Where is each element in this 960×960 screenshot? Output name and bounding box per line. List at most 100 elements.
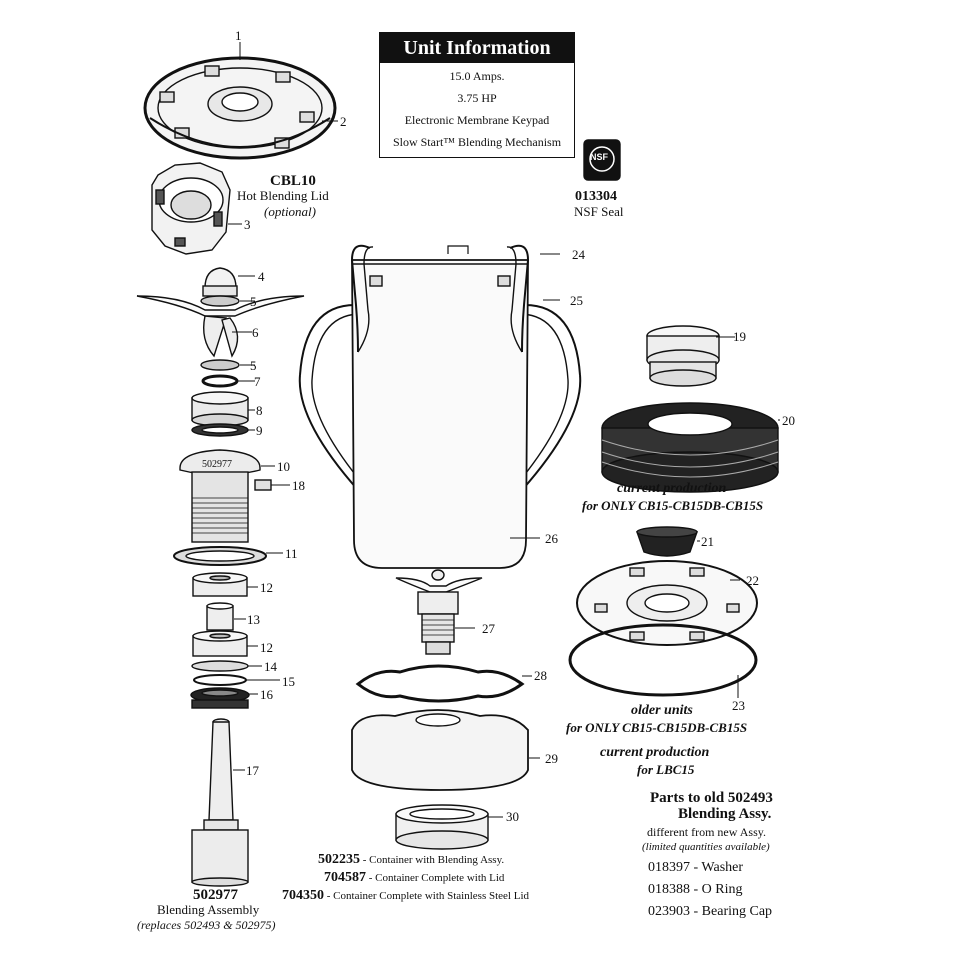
callout-5a: 5: [250, 294, 257, 309]
part-1-hot-blending-lid: [143, 42, 338, 160]
part-8-bearing-cap: [191, 391, 255, 427]
unit-hp: 3.75 HP: [457, 91, 497, 105]
callout-2: 2: [340, 114, 347, 129]
callout-13: 13: [247, 612, 260, 627]
nsf-badge-text: NSF: [590, 152, 608, 162]
callout-7: 7: [254, 374, 261, 389]
container-desc: Container Complete with Lid: [375, 872, 505, 884]
callout-10: 10: [277, 459, 290, 474]
part-12-bearing-lower: [192, 630, 258, 657]
lid-note: (optional): [264, 204, 316, 219]
callout-23: 23: [732, 698, 745, 713]
old-parts-title-2: Blending Assy.: [678, 806, 772, 822]
part-15-ring: [193, 674, 280, 686]
old-parts-limited: (limited quantities available): [642, 841, 770, 853]
container-row: 502235 - Container with Blending Assy.: [318, 852, 505, 867]
part-16-seal: [190, 687, 258, 709]
callout-9: 9: [256, 423, 263, 438]
part-4-nut: [202, 267, 255, 297]
part-20-lid-current: [601, 402, 780, 493]
part-14-washer: [191, 660, 262, 672]
part-21-plug-small: [636, 526, 700, 557]
old-part-desc: Washer: [701, 860, 744, 875]
part-19-plug: [646, 325, 735, 387]
blending-assembly-name: Blending Assembly: [157, 902, 260, 917]
note-for-lbc15: for LBC15: [637, 762, 695, 777]
callout-3: 3: [244, 217, 251, 232]
note-for-only-2: for ONLY CB15-CB15DB-CB15S: [566, 720, 748, 735]
callout-18: 18: [292, 478, 305, 493]
callout-12a: 12: [260, 580, 273, 595]
note-for-only-1: for ONLY CB15-CB15DB-CB15S: [582, 498, 764, 513]
unit-amps: 15.0 Amps.: [449, 69, 505, 83]
lid-name: Hot Blending Lid: [237, 188, 329, 203]
container-desc: Container with Blending Assy.: [369, 854, 505, 866]
callout-17: 17: [246, 763, 259, 778]
callout-15: 15: [282, 674, 295, 689]
callout-24: 24: [572, 247, 585, 262]
nsf-label: NSF Seal: [574, 204, 624, 219]
part-18-screw: [254, 479, 290, 491]
callout-29: 29: [545, 751, 558, 766]
part-24-clip: [350, 244, 560, 353]
lid-part-number: CBL10: [270, 173, 316, 189]
callout-12b: 12: [260, 640, 273, 655]
bearing-housing-marking: 502977: [202, 459, 232, 470]
callout-11: 11: [285, 546, 298, 561]
part-23-gasket-ring: [568, 623, 758, 698]
callout-19: 19: [733, 329, 746, 344]
part-6-blade: [136, 295, 305, 358]
callout-20: 20: [782, 413, 795, 428]
part-28-gasket: [355, 664, 532, 703]
part-30-collar: [395, 804, 503, 850]
callout-30: 30: [506, 809, 519, 824]
container-part-number: 502235: [318, 852, 360, 867]
old-part-row: 023903 - Bearing Cap: [648, 904, 773, 919]
part-12-bearing-upper: [192, 572, 258, 597]
part-9-seal: [191, 423, 255, 437]
part-13-spacer: [206, 602, 246, 631]
callout-14: 14: [264, 659, 277, 674]
part-5-washer-bottom: [200, 359, 255, 371]
part-10-bearing-housing: [179, 449, 275, 543]
nsf-seal-shape: [583, 139, 621, 181]
container-row: 704587 - Container Complete with Lid: [324, 870, 505, 885]
callout-28: 28: [534, 668, 547, 683]
unit-slow-start: Slow Start™ Blending Mechanism: [392, 135, 562, 149]
old-part-desc: Bearing Cap: [701, 904, 773, 919]
unit-information-title: Unit Information: [380, 33, 574, 63]
callout-16: 16: [260, 687, 273, 702]
container-row: 704350 - Container Complete with Stainle…: [282, 888, 530, 903]
part-29-pad: [351, 709, 540, 791]
callout-22: 22: [746, 573, 759, 588]
note-current-production-2: current production: [600, 745, 710, 760]
old-part-desc: O Ring: [701, 882, 743, 897]
part-26-container: [298, 245, 582, 569]
old-parts-title-1: Parts to old 502493: [650, 790, 773, 806]
part-5-washer-top: [200, 295, 255, 307]
part-7-o-ring: [201, 374, 255, 388]
container-part-number: 704350: [282, 888, 324, 903]
old-part-row: 018397 - Washer: [648, 860, 744, 875]
callout-27: 27: [482, 621, 495, 636]
old-parts-sub: different from new Assy.: [647, 825, 766, 839]
nsf-part-number: 013304: [575, 189, 617, 204]
part-22-lid-older: [576, 560, 758, 646]
callout-6: 6: [252, 325, 259, 340]
old-part-row: 018388 - O Ring: [648, 882, 743, 897]
callout-5b: 5: [250, 358, 257, 373]
blending-assembly-part: 502977: [193, 887, 238, 903]
note-current-production-1: current production: [617, 481, 727, 496]
part-17-drive-shaft: [191, 718, 249, 887]
callout-26: 26: [545, 531, 558, 546]
old-part-number: 018388: [648, 882, 690, 897]
callout-21: 21: [701, 534, 714, 549]
unit-keypad: Electronic Membrane Keypad: [404, 113, 550, 127]
old-part-number: 023903: [648, 904, 690, 919]
callout-4: 4: [258, 269, 265, 284]
callout-8: 8: [256, 403, 263, 418]
container-desc: Container Complete with Stainless Steel …: [333, 890, 530, 902]
callout-25: 25: [570, 293, 583, 308]
